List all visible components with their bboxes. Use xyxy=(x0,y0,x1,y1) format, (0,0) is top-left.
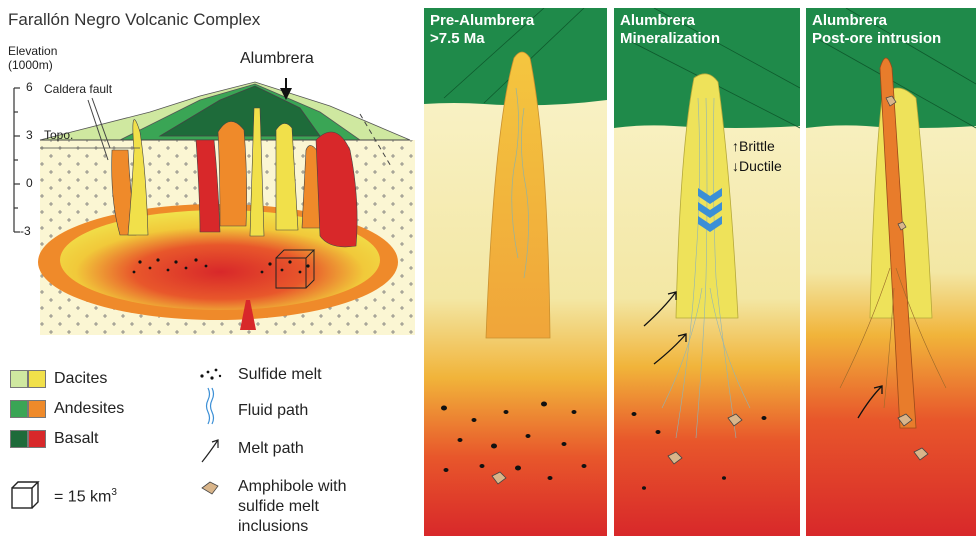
panel-1-illustration xyxy=(424,8,607,536)
panel-pre-alumbrera: Pre-Alumbrera>7.5 Ma xyxy=(424,8,607,536)
sulfide-melt-icon xyxy=(200,369,221,380)
volcanic-cross-section xyxy=(0,0,420,345)
legend-melt-path-label: Melt path xyxy=(238,440,304,458)
panel-2-illustration xyxy=(614,8,800,536)
legend-amphibole-label-3: inclusions xyxy=(238,518,308,536)
legend-dacites-label: Dacites xyxy=(54,370,107,388)
melt-path-icon xyxy=(202,440,218,462)
legend-dacites-swatch xyxy=(10,370,46,393)
legend-volume-label: = 15 km3 xyxy=(54,487,117,506)
legend-amphibole-label: Amphibole with xyxy=(238,478,347,496)
alumbrera-label: Alumbrera xyxy=(240,50,314,68)
legend-andesites-label: Andesites xyxy=(54,400,124,418)
legend-icons xyxy=(196,362,226,532)
panel-3-illustration xyxy=(806,8,976,536)
legend-basalt-label: Basalt xyxy=(54,430,98,448)
elevation-axis xyxy=(14,88,20,232)
ductile-label: ↓Ductile xyxy=(732,158,782,174)
legend-amphibole-label-2: sulfide melt xyxy=(238,498,319,516)
caldera-fault-label: Caldera fault xyxy=(44,82,112,96)
legend-fluid-path-label: Fluid path xyxy=(238,402,308,420)
cube-icon xyxy=(10,480,40,510)
amphibole-icon xyxy=(202,482,218,494)
panel-1-title: Pre-Alumbrera>7.5 Ma xyxy=(430,12,534,48)
legend-sulfide-melt-label: Sulfide melt xyxy=(238,366,322,384)
legend-basalt-swatch xyxy=(10,430,46,453)
fluid-path-icon xyxy=(207,388,214,424)
brittle-label: ↑Brittle xyxy=(732,138,775,154)
legend-andesites-swatch xyxy=(10,400,46,423)
topo-label: Topo. xyxy=(44,128,73,142)
